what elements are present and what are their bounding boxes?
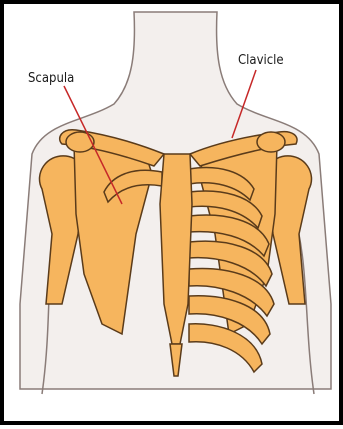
shoulder-anatomy-diagram: Scapula Clavicle (4, 4, 343, 429)
clavicle-label: Clavicle (238, 53, 284, 68)
right-acromion (257, 132, 285, 152)
left-acromion (66, 132, 94, 152)
scapula-label: Scapula (28, 71, 74, 86)
